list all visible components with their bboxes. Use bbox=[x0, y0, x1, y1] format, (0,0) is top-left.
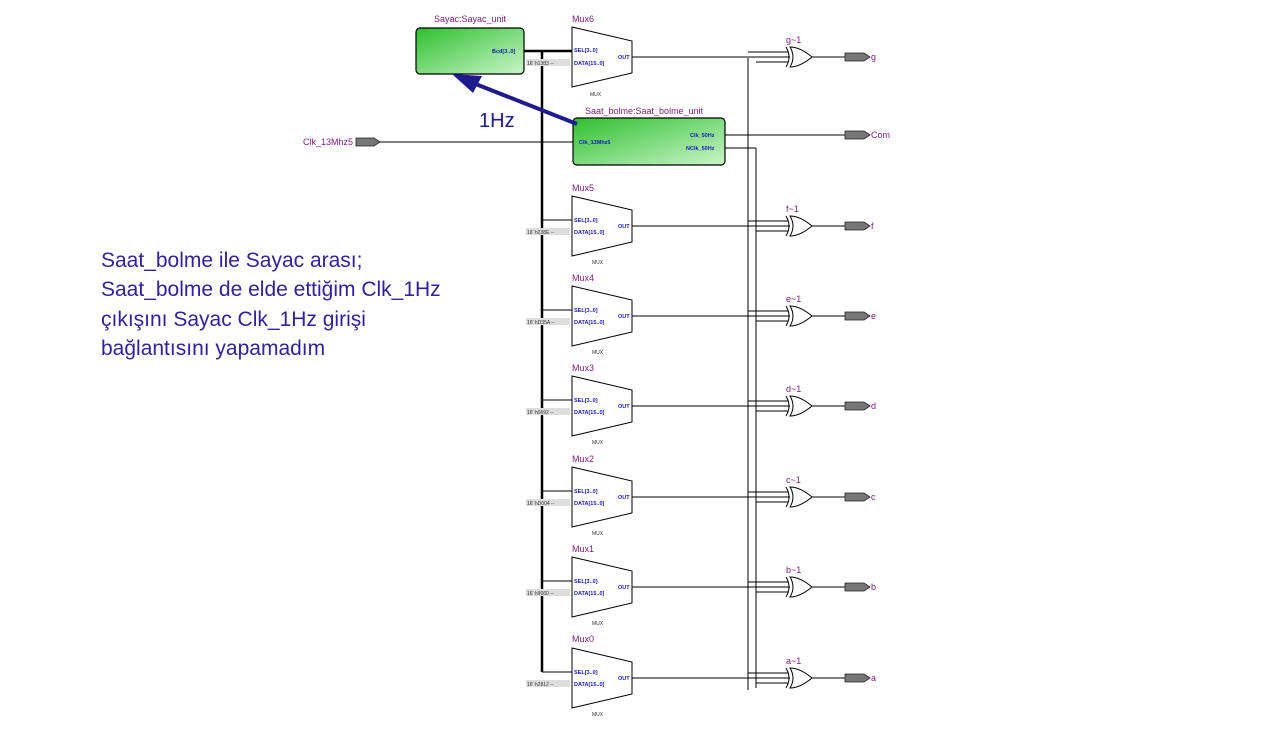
mux-out-label: OUT bbox=[618, 55, 630, 61]
sayac-title: Sayac:Sayac_unit bbox=[434, 14, 507, 24]
gate-label: c~1 bbox=[786, 475, 801, 485]
note-line-1: Saat_bolme ile Sayac arası; bbox=[101, 249, 363, 272]
mux-name: Mux0 bbox=[572, 634, 594, 644]
mux-type-label: MUX bbox=[592, 621, 604, 627]
xor-gate-a[interactable]: a~1 bbox=[748, 656, 845, 689]
note-line-2: Saat_bolme de elde ettiğim Clk_1Hz bbox=[101, 278, 441, 301]
saat-bolme-title: Saat_bolme:Saat_bolme_unit bbox=[585, 106, 704, 116]
saat-port-in: Clk_13Mhz5 bbox=[579, 140, 611, 146]
output-label: c bbox=[871, 492, 876, 502]
mux-type-label: MUX bbox=[592, 531, 604, 537]
saat-port-out1: Clk_50Hz bbox=[690, 133, 715, 139]
xor-gate-g[interactable]: g~1 bbox=[748, 35, 845, 68]
mux-sel-label: SEL[3..0] bbox=[574, 670, 598, 676]
mux-3[interactable]: Mux3 SEL[3..0] DATA[15..0] OUT MUX 16' h… bbox=[526, 363, 790, 446]
mux-data-label: DATA[15..0] bbox=[574, 61, 605, 67]
mux-data-label: DATA[15..0] bbox=[574, 230, 605, 236]
mux-sel-label: SEL[3..0] bbox=[574, 308, 598, 314]
output-d[interactable]: d bbox=[844, 401, 876, 411]
mux-out-label: OUT bbox=[618, 314, 630, 320]
gate-label: a~1 bbox=[786, 656, 801, 666]
output-com[interactable]: Com bbox=[844, 130, 890, 140]
output-c[interactable]: c bbox=[844, 492, 876, 502]
output-a[interactable]: a bbox=[844, 673, 876, 683]
annotation-arrow: 1Hz bbox=[452, 74, 578, 132]
mux-0[interactable]: Mux0 SEL[3..0] DATA[15..0] OUT MUX 16' h… bbox=[526, 634, 790, 718]
gate-label: e~1 bbox=[786, 294, 801, 304]
gate-label: b~1 bbox=[786, 565, 801, 575]
mux-data-label: DATA[15..0] bbox=[574, 320, 605, 326]
xor-gate-b[interactable]: b~1 bbox=[748, 565, 845, 598]
mux-data-label: DATA[15..0] bbox=[574, 591, 605, 597]
mux-type-label: MUX bbox=[592, 440, 604, 446]
mux-sel-label: SEL[3..0] bbox=[574, 218, 598, 224]
mux-const: 16' h2812 -- bbox=[527, 682, 554, 688]
mux-2[interactable]: Mux2 SEL[3..0] DATA[15..0] OUT MUX 16' h… bbox=[526, 454, 790, 537]
mux-1[interactable]: Mux1 SEL[3..0] DATA[15..0] OUT MUX 16' h… bbox=[526, 544, 790, 627]
mux-name: Mux5 bbox=[572, 183, 594, 193]
mux-5[interactable]: Mux5 SEL[3..0] DATA[15..0] OUT MUX 16' h… bbox=[526, 183, 790, 266]
mux-out-label: OUT bbox=[618, 585, 630, 591]
output-e[interactable]: e bbox=[844, 311, 876, 321]
mux-out-label: OUT bbox=[618, 224, 630, 230]
output-label: b bbox=[871, 582, 876, 592]
mux-const: 16' hD004 -- bbox=[527, 501, 555, 507]
mux-6[interactable]: Mux6 SEL[3..0] DATA[15..0] OUT MUX 16' h… bbox=[526, 14, 790, 98]
mux-const: 16' h238E -- bbox=[527, 230, 554, 236]
output-g[interactable]: g bbox=[844, 52, 876, 62]
mux-name: Mux3 bbox=[572, 363, 594, 373]
sayac-port-bcd: Bcd[3..0] bbox=[492, 49, 515, 55]
mux-type-label: MUX bbox=[592, 712, 604, 718]
mux-type-label: MUX bbox=[590, 92, 602, 98]
output-b[interactable]: b bbox=[844, 582, 876, 592]
mux-sel-label: SEL[3..0] bbox=[574, 579, 598, 585]
output-com-label: Com bbox=[871, 130, 890, 140]
gate-label: f~1 bbox=[786, 204, 799, 214]
mux-const: 16' h0692 -- bbox=[527, 410, 554, 416]
gate-label: g~1 bbox=[786, 35, 801, 45]
mux-sel-label: SEL[3..0] bbox=[574, 398, 598, 404]
mux-type-label: MUX bbox=[592, 260, 604, 266]
mux-name: Mux6 bbox=[572, 14, 594, 24]
mux-name: Mux2 bbox=[572, 454, 594, 464]
xor-gate-c[interactable]: c~1 bbox=[748, 475, 845, 508]
output-label: d bbox=[871, 401, 876, 411]
gate-label: d~1 bbox=[786, 384, 801, 394]
mux-out-label: OUT bbox=[618, 495, 630, 501]
mux-const: 16' h9060 -- bbox=[527, 591, 554, 597]
saat-port-out2: NClk_50Hz bbox=[686, 146, 715, 152]
mux-type-label: MUX bbox=[592, 350, 604, 356]
mux-4[interactable]: Mux4 SEL[3..0] DATA[15..0] OUT MUX 16' h… bbox=[526, 273, 790, 356]
mux-out-label: OUT bbox=[618, 676, 630, 682]
mux-const: 16' hD35A -- bbox=[527, 320, 555, 326]
output-f[interactable]: f bbox=[844, 221, 874, 231]
mux-const: 16' h1383 -- bbox=[527, 61, 554, 67]
sayac-block[interactable]: Sayac:Sayac_unit Bcd[3..0] bbox=[415, 14, 525, 75]
clk-input-pin[interactable]: Clk_13Mhz5 bbox=[303, 137, 381, 147]
xor-gate-d[interactable]: d~1 bbox=[748, 384, 845, 417]
mux-data-label: DATA[15..0] bbox=[574, 410, 605, 416]
mux-data-label: DATA[15..0] bbox=[574, 682, 605, 688]
mux-sel-label: SEL[3..0] bbox=[574, 48, 598, 54]
output-label: a bbox=[871, 673, 876, 683]
output-label: f bbox=[871, 221, 874, 231]
mux-name: Mux4 bbox=[572, 273, 594, 283]
output-label: g bbox=[871, 52, 876, 62]
saat-bolme-block[interactable]: Saat_bolme:Saat_bolme_unit Clk_13Mhz5 Cl… bbox=[572, 106, 726, 166]
mux-data-label: DATA[15..0] bbox=[574, 501, 605, 507]
note-line-3: çıkışını Sayac Clk_1Hz girişi bbox=[101, 308, 366, 331]
arrow-label: 1Hz bbox=[479, 110, 515, 132]
mux-sel-label: SEL[3..0] bbox=[574, 489, 598, 495]
mux-name: Mux1 bbox=[572, 544, 594, 554]
mux-out-label: OUT bbox=[618, 404, 630, 410]
output-label: e bbox=[871, 311, 876, 321]
xor-gate-f[interactable]: f~1 bbox=[748, 204, 845, 237]
xor-gate-e[interactable]: e~1 bbox=[748, 294, 845, 327]
clk-input-label: Clk_13Mhz5 bbox=[303, 137, 353, 147]
note-line-4: bağlantısını yapamadım bbox=[101, 337, 326, 360]
